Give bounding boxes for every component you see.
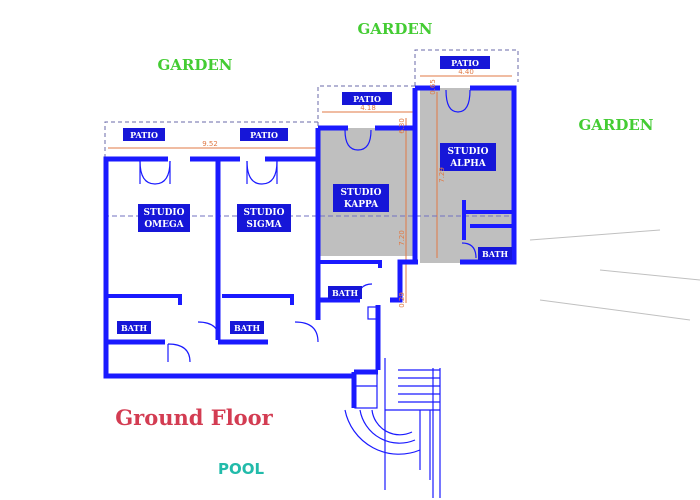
bath-partitions	[108, 200, 512, 305]
pool-label: POOL	[218, 460, 264, 478]
bath-alpha-badge	[478, 247, 512, 260]
studio-sigma-line1: STUDIO	[244, 208, 285, 218]
garden-right-label: GARDEN	[578, 116, 653, 134]
studio-alpha-line2: ALPHA	[449, 159, 487, 169]
studio-alpha-badge	[440, 143, 496, 171]
dim-kappa-bottom: 0.29	[398, 292, 406, 308]
patio-sigma-badge	[240, 128, 288, 141]
studio-omega-line2: OMEGA	[144, 220, 184, 230]
patio-kappa-label: PATIO	[353, 94, 381, 104]
staircase	[344, 358, 441, 498]
studio-kappa-line1: STUDIO	[341, 188, 382, 198]
bath-omega-label: BATH	[121, 323, 147, 333]
bath-sigma-label: BATH	[234, 323, 260, 333]
patio-omega-badge	[123, 128, 165, 141]
bath-alpha-label: BATH	[482, 249, 508, 259]
dim-alpha-width: 4.40	[458, 68, 474, 76]
patio-alpha-label: PATIO	[451, 58, 479, 68]
bath-omega-badge	[117, 321, 151, 334]
patio-alpha-badge	[440, 56, 490, 69]
bath-kappa-label: BATH	[332, 288, 358, 298]
dim-kappa-width: 4.18	[360, 104, 376, 112]
patio-outlines	[104, 49, 519, 158]
patio-omega-label: PATIO	[130, 130, 158, 140]
dimension-lines	[108, 75, 512, 303]
garden-top-label: GARDEN	[357, 20, 432, 38]
garden-left-label: GARDEN	[157, 56, 232, 74]
floor-title: Ground Floor	[115, 405, 273, 430]
dim-kappa-top: 6.30	[398, 118, 406, 134]
studio-kappa-line2: KAPPA	[344, 200, 379, 210]
dim-alpha-top: 0.65	[429, 79, 437, 95]
studio-alpha-line1: STUDIO	[448, 147, 489, 157]
studio-omega-badge	[138, 204, 190, 232]
patio-kappa-badge	[342, 92, 392, 105]
dim-alpha-height: 7.29	[438, 167, 446, 183]
dim-kappa-height: 7.20	[398, 230, 406, 246]
studio-sigma-badge	[237, 204, 291, 232]
bath-sigma-badge	[230, 321, 264, 334]
studio-kappa-badge	[333, 184, 389, 212]
terrace-marks	[529, 229, 700, 321]
dim-left-width: 9.52	[202, 140, 218, 148]
studio-sigma-line2: SIGMA	[246, 220, 282, 230]
studio-omega-line1: STUDIO	[144, 208, 185, 218]
patio-sigma-label: PATIO	[250, 130, 278, 140]
bath-kappa-badge	[328, 286, 362, 299]
walls	[103, 85, 517, 408]
doors	[139, 89, 477, 363]
